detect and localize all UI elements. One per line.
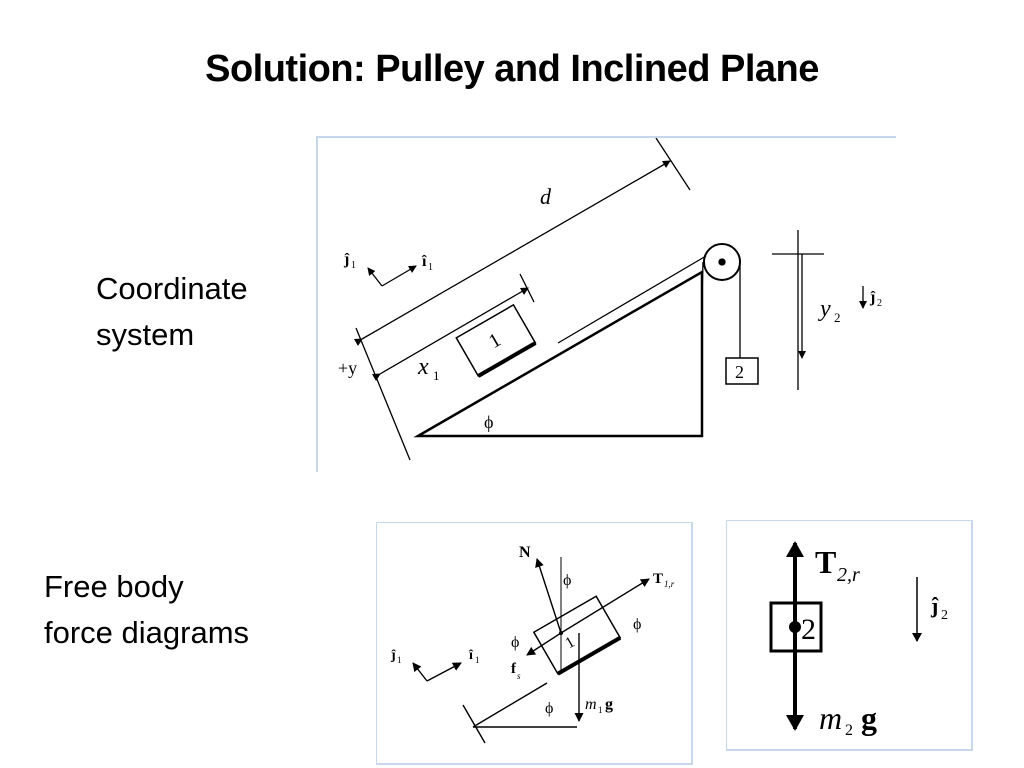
fbd-i1-sub: 1 bbox=[475, 655, 480, 665]
coordinate-label-line1: Coordinate bbox=[96, 271, 248, 306]
m2-sub: 2 bbox=[845, 722, 853, 739]
block-2-label: 2 bbox=[735, 362, 744, 382]
phi-label-bottom: ϕ bbox=[545, 700, 553, 717]
fbd-label-line2: force diagrams bbox=[44, 615, 250, 650]
d-label: d bbox=[540, 184, 552, 209]
fbd-label: Free body force diagrams bbox=[44, 564, 249, 656]
t1-sub: 1,r bbox=[664, 579, 675, 589]
fbd-block2-figure: 2 T 2,r m 2 g ĵ 2 bbox=[726, 520, 973, 751]
g1-label: g bbox=[605, 696, 613, 713]
i1-sub: 1 bbox=[428, 262, 433, 273]
t2-sub: 2,r bbox=[837, 564, 860, 586]
block-2-box bbox=[725, 357, 759, 385]
fbd-block2-label: 2 bbox=[801, 613, 816, 646]
fbd-i1-hat: î bbox=[468, 648, 474, 663]
fs-sub: s bbox=[517, 671, 521, 681]
j1-sub: 1 bbox=[351, 260, 356, 271]
slide-title: Solution: Pulley and Inclined Plane bbox=[205, 48, 819, 90]
j1-hat: ĵ bbox=[343, 251, 350, 268]
fbd-block1-label: 1 bbox=[562, 634, 577, 653]
phi-label: ϕ bbox=[484, 412, 493, 432]
fbd-j2-hat: ĵ bbox=[930, 593, 939, 618]
coordinate-system-label: Coordinate system bbox=[96, 266, 248, 358]
t1-label: T bbox=[653, 571, 663, 587]
fs-label: f bbox=[511, 661, 517, 677]
j2-hat: ĵ bbox=[869, 289, 876, 306]
x1-label: x bbox=[417, 354, 429, 380]
fbd-label-line1: Free body bbox=[44, 569, 184, 604]
phi-label-top: ϕ bbox=[563, 572, 571, 589]
coordinate-label-line2: system bbox=[96, 317, 195, 352]
incline-triangle bbox=[413, 269, 704, 438]
x1-sub: 1 bbox=[433, 368, 440, 383]
m2-label: m bbox=[819, 700, 842, 736]
y2-label: y bbox=[818, 296, 831, 322]
plus-y-label: +y bbox=[338, 358, 357, 378]
phi-label-right: ϕ bbox=[633, 616, 641, 633]
fbd-j1-hat: ĵ bbox=[390, 648, 396, 663]
fbd-j1-sub: 1 bbox=[397, 655, 402, 665]
t2-label: T bbox=[815, 544, 836, 580]
n-label: N bbox=[519, 544, 531, 561]
fbd-j2-sub: 2 bbox=[941, 608, 948, 623]
m1-sub: 1 bbox=[598, 705, 603, 715]
j2-sub: 2 bbox=[877, 298, 882, 309]
g2-label: g bbox=[861, 700, 877, 736]
i1-hat: î bbox=[421, 253, 427, 270]
fbd-block1-figure: 1 N ϕ T 1,r ϕ ϕ f s m 1 g ϕ ĵ 1 î 1 bbox=[376, 522, 693, 765]
m1-label: m bbox=[585, 696, 597, 713]
phi-label-left: ϕ bbox=[511, 634, 519, 651]
incline-pulley-figure: 1 d x 1 +y ϕ 2 y 2 ĵ 2 ĵ 1 î 1 bbox=[316, 136, 896, 472]
y2-sub: 2 bbox=[834, 310, 841, 325]
